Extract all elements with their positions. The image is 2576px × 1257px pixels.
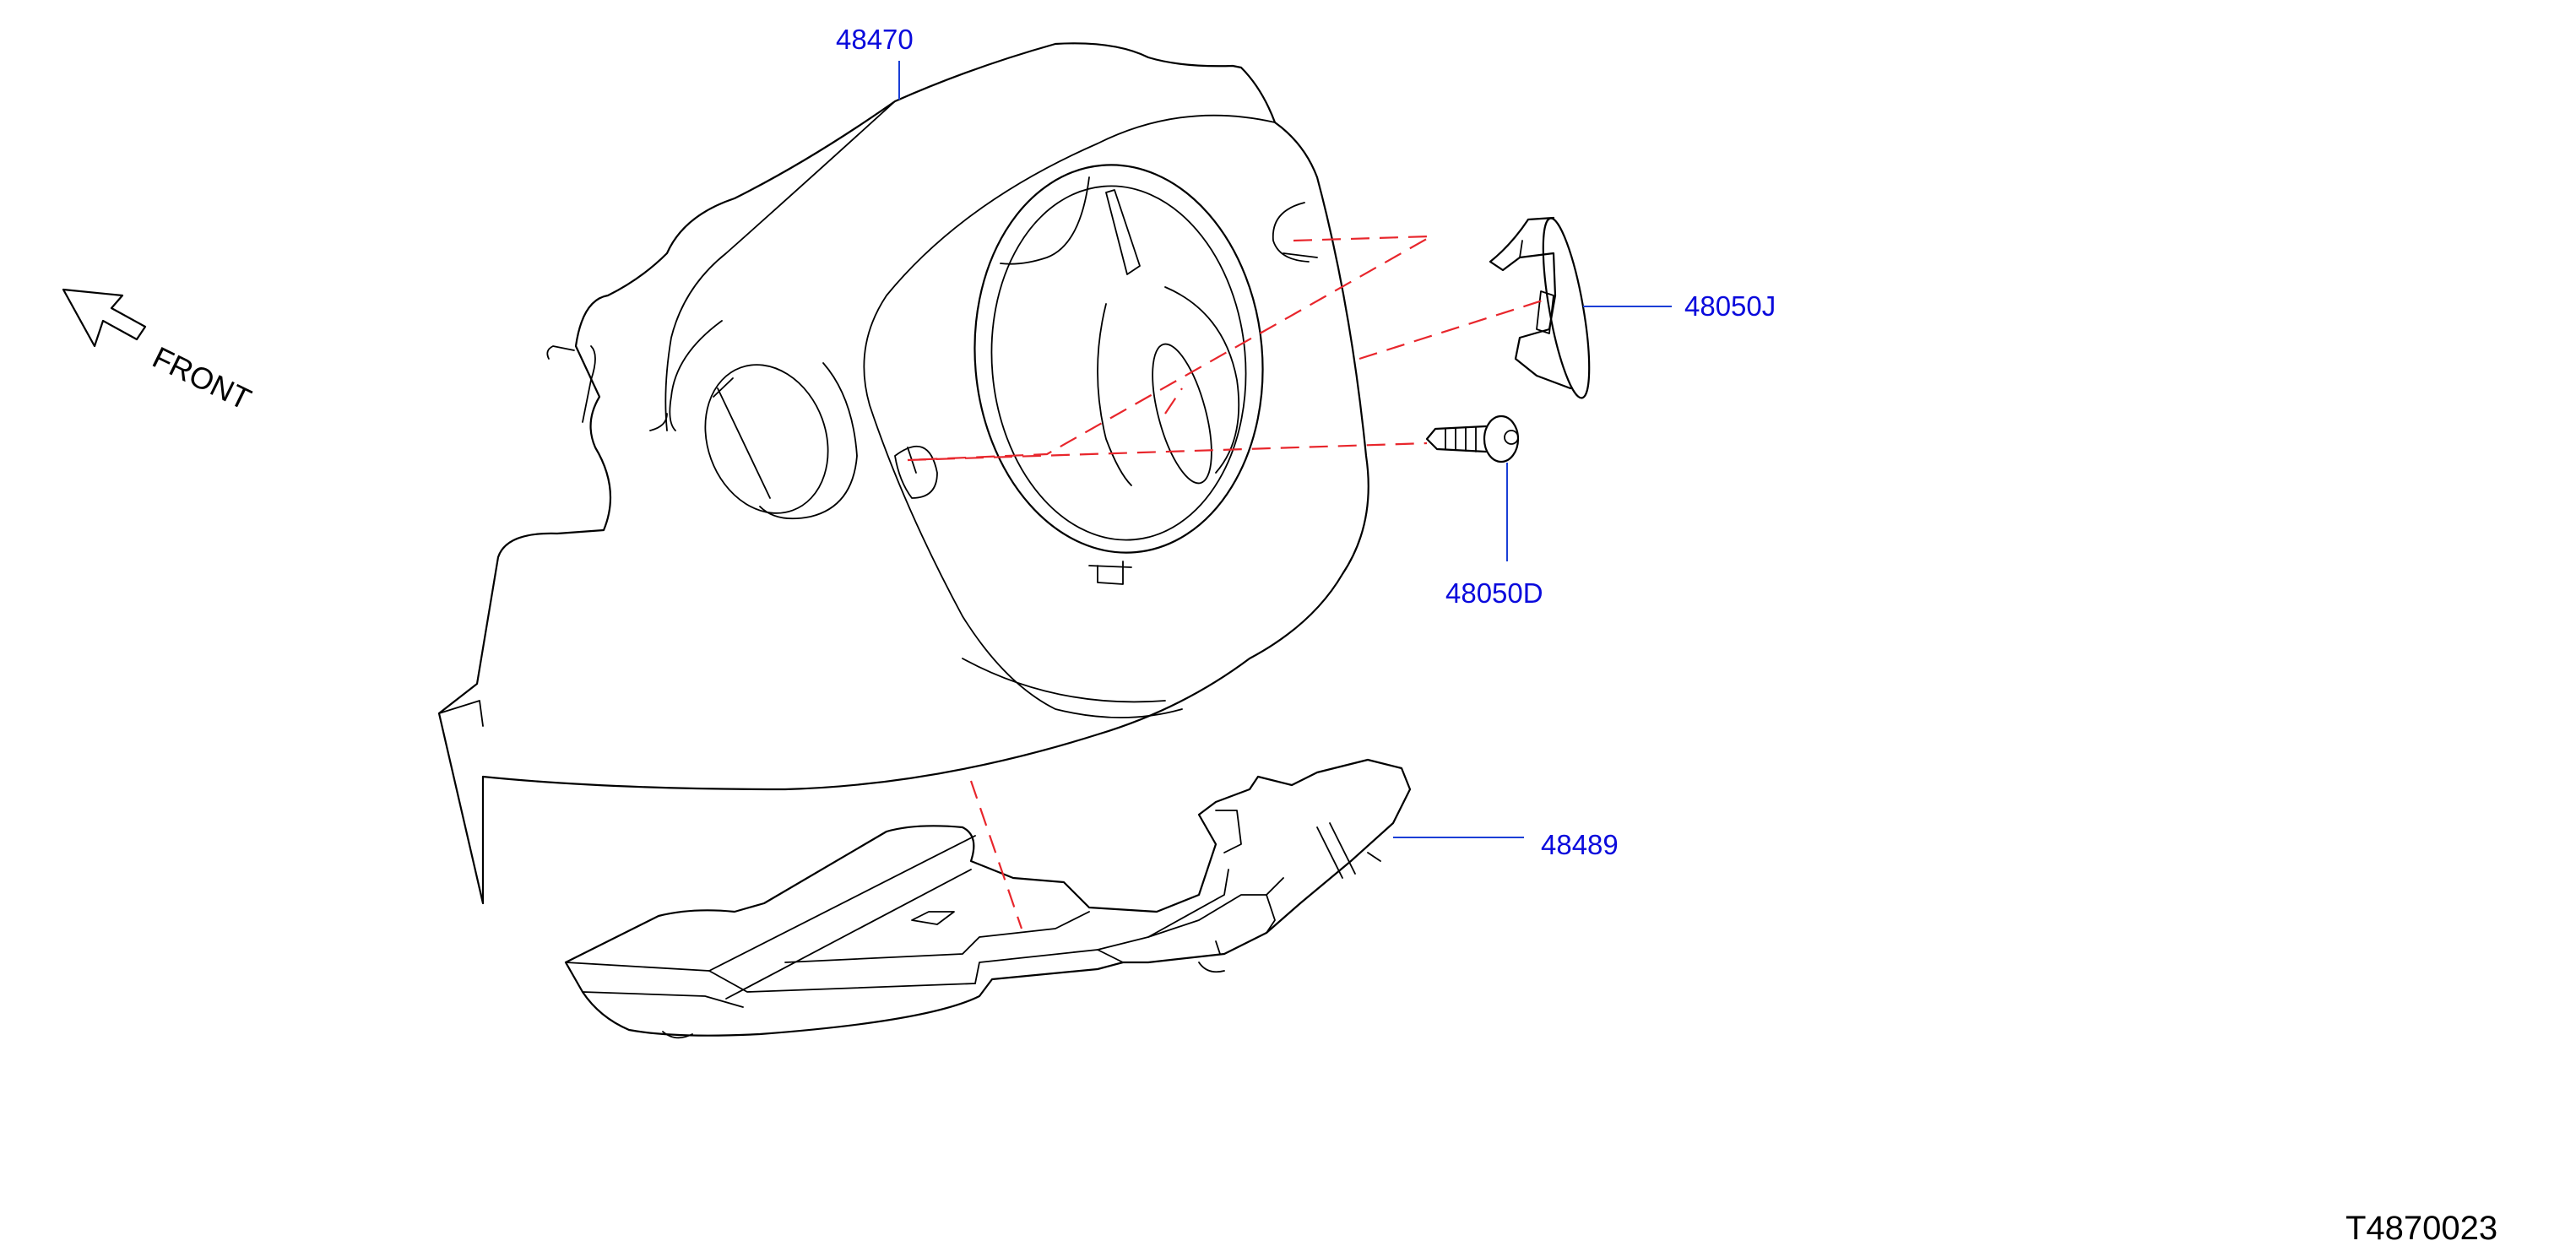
leader-lines <box>898 61 1672 838</box>
screw-part <box>1425 414 1520 463</box>
diagram-code: T4870023 <box>2346 1210 2497 1247</box>
callout-48050d: 48050D <box>1445 577 1543 609</box>
callout-48050j: 48050J <box>1684 290 1776 322</box>
assembly-lines <box>907 235 1546 929</box>
front-arrow-icon <box>62 288 147 348</box>
clip-part <box>1489 216 1591 399</box>
callout-48470: 48470 <box>836 24 914 55</box>
callout-48489: 48489 <box>1541 829 1619 860</box>
front-label: FRONT <box>147 339 256 416</box>
column-cover-lower <box>564 758 1412 1039</box>
front-indicator: FRONT <box>62 288 257 417</box>
callouts: 48470 48050J 48050D 48489 <box>836 24 1776 860</box>
column-cover-upper <box>437 42 1369 905</box>
